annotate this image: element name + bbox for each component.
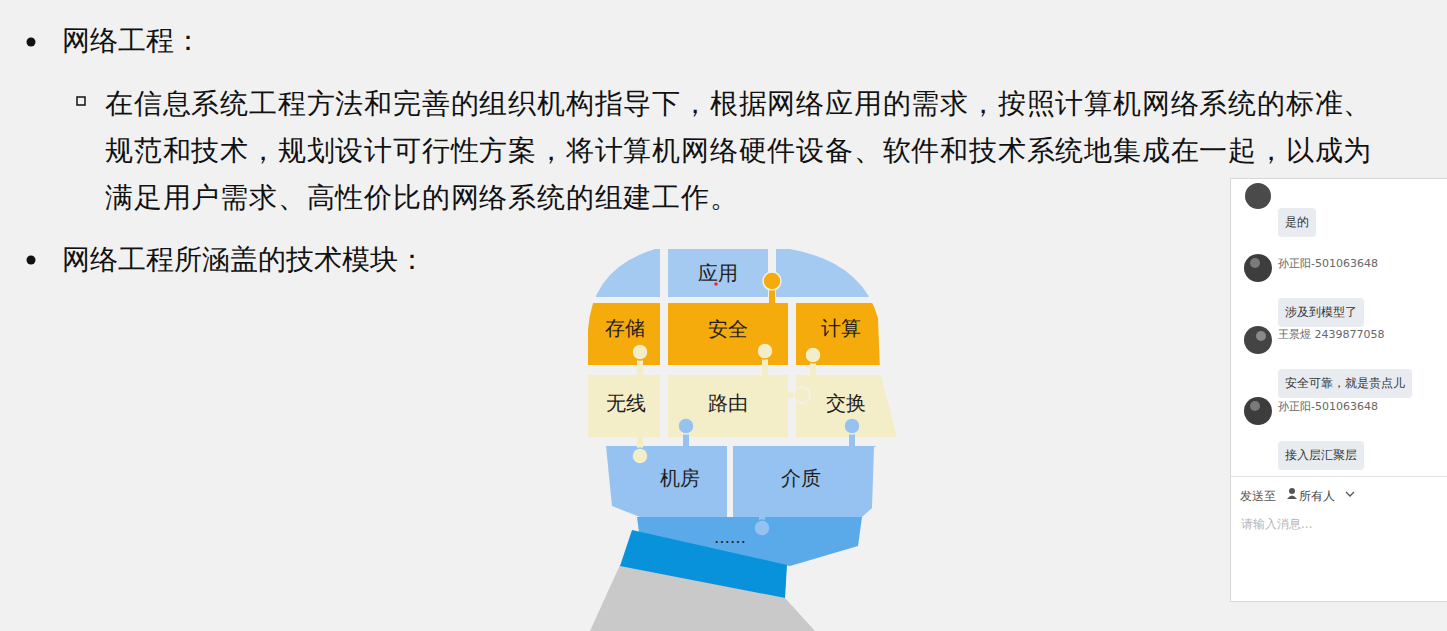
piece-label: 路由 xyxy=(708,390,748,417)
piece-label: 安全 xyxy=(708,316,748,343)
puzzle-piece: 机房 xyxy=(630,458,730,498)
puzzle-piece: 路由 xyxy=(668,383,788,423)
piece-label: 机房 xyxy=(660,465,700,492)
puzzle-piece: 计算 xyxy=(796,308,886,348)
dropdown-chevron xyxy=(1346,492,1354,496)
chat-bubble: 涉及到模型了 xyxy=(1278,298,1364,327)
sender-name: 孙正阳-501063648 xyxy=(1278,399,1378,414)
definition-text: 在信息系统工程方法和完善的组织机构指导下，根据网络应用的需求，按照计算机网络系统… xyxy=(105,80,1390,221)
input-placeholder: 请输入消息... xyxy=(1241,516,1312,533)
chat-panel xyxy=(1231,179,1447,602)
chat-message: 孙正阳-501063648 涉及到模型了 xyxy=(1278,256,1378,327)
avatars xyxy=(1244,183,1272,425)
bullet-heading: 网络工程所涵盖的技术模块： xyxy=(62,241,426,279)
piece-label: 应用 xyxy=(698,260,738,287)
panel-divider xyxy=(1231,476,1447,477)
chat-message: 王景煜 2439877058 安全可靠，就是贵点儿 xyxy=(1278,327,1412,398)
puzzle-knobs xyxy=(632,272,860,536)
chat-message: 是的 xyxy=(1278,208,1316,237)
bullet-dot xyxy=(27,256,36,265)
recipient-label: 所有人 xyxy=(1299,488,1335,505)
chat-bubble: 是的 xyxy=(1278,208,1316,237)
puzzle-piece: 存储 xyxy=(590,308,660,348)
piece-label: …… xyxy=(714,528,746,547)
piece-label: 存储 xyxy=(605,315,645,342)
send-to-label: 发送至 xyxy=(1240,488,1276,505)
sub-bullet xyxy=(77,97,85,105)
slide-heading: 网络工程： xyxy=(62,22,202,60)
bullet-dot xyxy=(27,38,36,47)
puzzle-piece: 应用 xyxy=(668,252,768,294)
puzzle-piece: 介质 xyxy=(733,458,868,498)
chat-message: 孙正阳-501063648 接入层汇聚层 xyxy=(1278,399,1378,470)
chat-bubble: 接入层汇聚层 xyxy=(1278,441,1364,470)
person-icon xyxy=(1287,488,1297,499)
chat-bubble: 安全可靠，就是贵点儿 xyxy=(1278,369,1412,398)
sender-name: 孙正阳-501063648 xyxy=(1278,256,1378,271)
puzzle-piece: 安全 xyxy=(668,308,788,350)
sender-name: 王景煜 2439877058 xyxy=(1278,327,1412,342)
piece-label: 无线 xyxy=(606,390,646,417)
collar-shape xyxy=(620,530,787,598)
head-pieces xyxy=(580,240,908,521)
puzzle-piece: 无线 xyxy=(588,383,663,423)
piece-label: 交换 xyxy=(826,390,866,417)
piece-label: 介质 xyxy=(781,465,821,492)
puzzle-piece: …… xyxy=(680,525,780,549)
piece-label: 计算 xyxy=(821,315,861,342)
puzzle-piece: 交换 xyxy=(796,383,896,423)
